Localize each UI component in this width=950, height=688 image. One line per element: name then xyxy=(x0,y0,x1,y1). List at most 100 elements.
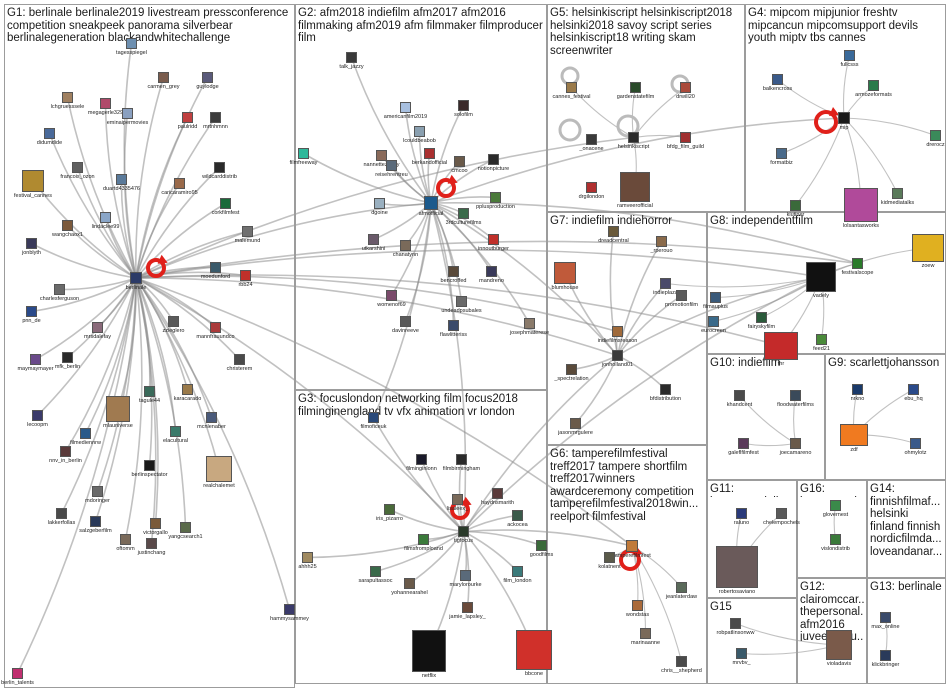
node-label: helsinkiscript xyxy=(617,144,650,150)
node-label: malemund xyxy=(234,238,261,244)
node-avatar xyxy=(604,552,615,563)
edge-berlinale-festival_cannes xyxy=(32,180,137,279)
node-label: formatbiz xyxy=(770,160,793,166)
edge-vadely-indieplaza xyxy=(665,276,822,288)
node-label: gardenstatefilm xyxy=(616,94,655,100)
edge-violadavis-mrvbv_ xyxy=(741,644,840,655)
node-label: vislondistrib xyxy=(821,546,850,552)
node-label: pnn_de xyxy=(22,318,41,324)
node-avatar xyxy=(488,154,499,165)
edge-afmofficial-womenof69 xyxy=(390,202,432,296)
node-label: notionpicture xyxy=(477,166,510,172)
node-avatar xyxy=(772,74,783,85)
node-avatar xyxy=(368,234,379,245)
node-avatar xyxy=(492,488,503,499)
self-loop-arrow-4 xyxy=(829,107,839,116)
node-label: violadavis xyxy=(826,661,852,667)
edge-jonholland01-_rperouo xyxy=(616,241,663,356)
edge-berlinale-tamperefilmfest xyxy=(135,277,633,547)
node-label: ramveerofficial xyxy=(617,203,653,209)
node-label: utkarshini xyxy=(361,246,386,252)
edge-berlinale-justinchang xyxy=(135,277,157,544)
node-label: innoutburger xyxy=(478,246,509,252)
node-avatar xyxy=(490,192,501,203)
node-label: eminaipermovies xyxy=(106,120,149,126)
node-avatar xyxy=(202,72,213,83)
edge-berlinale-mfk_berlin xyxy=(66,277,137,359)
edge-tigfocus-tamperefilmfest xyxy=(463,529,633,547)
edge-joecamareno-galeflfilmfest xyxy=(743,442,796,447)
group-title-g8: G8: independentfilm xyxy=(710,215,813,227)
node-avatar xyxy=(458,208,469,219)
node-avatar xyxy=(612,350,623,361)
node-label: drerocz xyxy=(926,142,945,148)
node-avatar xyxy=(206,412,217,423)
group-title-g7: G7: indiefilm indiehorror xyxy=(550,215,673,227)
self-loop-arrow-0 xyxy=(157,254,168,264)
node-label: fairyskyfilm xyxy=(747,324,776,330)
edge-berlinale-jonholland01 xyxy=(135,277,618,357)
node-label: balkencross xyxy=(762,86,793,92)
node-avatar xyxy=(416,454,427,465)
edge-mip-drerocz xyxy=(843,117,936,137)
edge-mip-kidmediatalks xyxy=(843,117,898,194)
node-avatar xyxy=(122,108,133,119)
edge-tigfocus-jonholland01 xyxy=(462,354,619,532)
node-label: jonholland01 xyxy=(601,362,634,368)
node-label: pplusproduction xyxy=(476,204,515,210)
edge-berlinale-realchalemet xyxy=(135,277,220,470)
node-label: robpatlinsonww xyxy=(716,630,755,636)
edge-berlinale-jonblyth xyxy=(31,242,137,279)
edge-layer xyxy=(16,43,936,674)
node-avatar xyxy=(414,126,425,137)
node-avatar xyxy=(764,332,798,360)
node-avatar xyxy=(910,438,921,449)
node-avatar xyxy=(454,156,465,167)
edge-afmofficial-talk_jazzy xyxy=(350,57,432,204)
node-label: feed21 xyxy=(813,346,830,352)
node-label: josephmaterese xyxy=(509,330,550,336)
node-label: salzgeberfilm xyxy=(79,528,112,534)
node-label: _onacene xyxy=(579,146,604,152)
edge-tigfocus-filmoficeuk xyxy=(372,417,465,533)
edge-berlinale-lecoopm xyxy=(36,277,137,417)
edge-berlinale-wildcarddistrib xyxy=(135,166,221,279)
edge-afmofficial-filmfreeway xyxy=(303,152,432,204)
node-label: haydnsmarith xyxy=(480,500,515,506)
node-avatar xyxy=(384,504,395,515)
node-avatar xyxy=(12,668,23,679)
node-label: zdf xyxy=(850,447,858,453)
node-label: khandcent xyxy=(726,402,753,408)
edge-jonholland01-dreadcentral xyxy=(609,231,619,356)
node-avatar xyxy=(284,604,295,615)
node-avatar xyxy=(632,600,643,611)
node-avatar xyxy=(210,322,221,333)
node-label: sarapultassoc xyxy=(358,578,393,584)
edge-jonholland01-jasonmrgulere xyxy=(574,355,619,425)
self-loop-arrow-2 xyxy=(461,496,472,506)
edge-berlinale-caricaramiro95 xyxy=(135,183,181,279)
node-avatar xyxy=(424,196,438,210)
node-avatar xyxy=(54,284,65,295)
group-title-g3: G3: focuslondon networking film focus201… xyxy=(298,393,522,418)
node-label: ahhh25 xyxy=(298,564,317,570)
edge-jonholland01-promotionfilm xyxy=(616,294,682,356)
node-label: festivalscope xyxy=(841,270,874,276)
node-avatar xyxy=(640,628,651,639)
node-avatar xyxy=(90,516,101,527)
node-label: nnv_in_berlin xyxy=(49,458,82,464)
node-avatar xyxy=(716,546,758,588)
node-avatar xyxy=(710,292,721,303)
node-avatar xyxy=(100,98,111,109)
group-title-g15: G15 xyxy=(710,601,732,613)
node-label: mandreno xyxy=(479,278,504,284)
node-label: afmofficial xyxy=(418,211,444,217)
node-label: eurocreen xyxy=(701,328,726,334)
node-avatar xyxy=(370,566,381,577)
node-label: jeanlaterdaw xyxy=(665,594,698,600)
node-label: reisehrentreu xyxy=(375,172,408,178)
node-label: karacarado xyxy=(173,396,202,402)
node-avatar xyxy=(852,384,863,395)
node-avatar xyxy=(448,266,459,277)
